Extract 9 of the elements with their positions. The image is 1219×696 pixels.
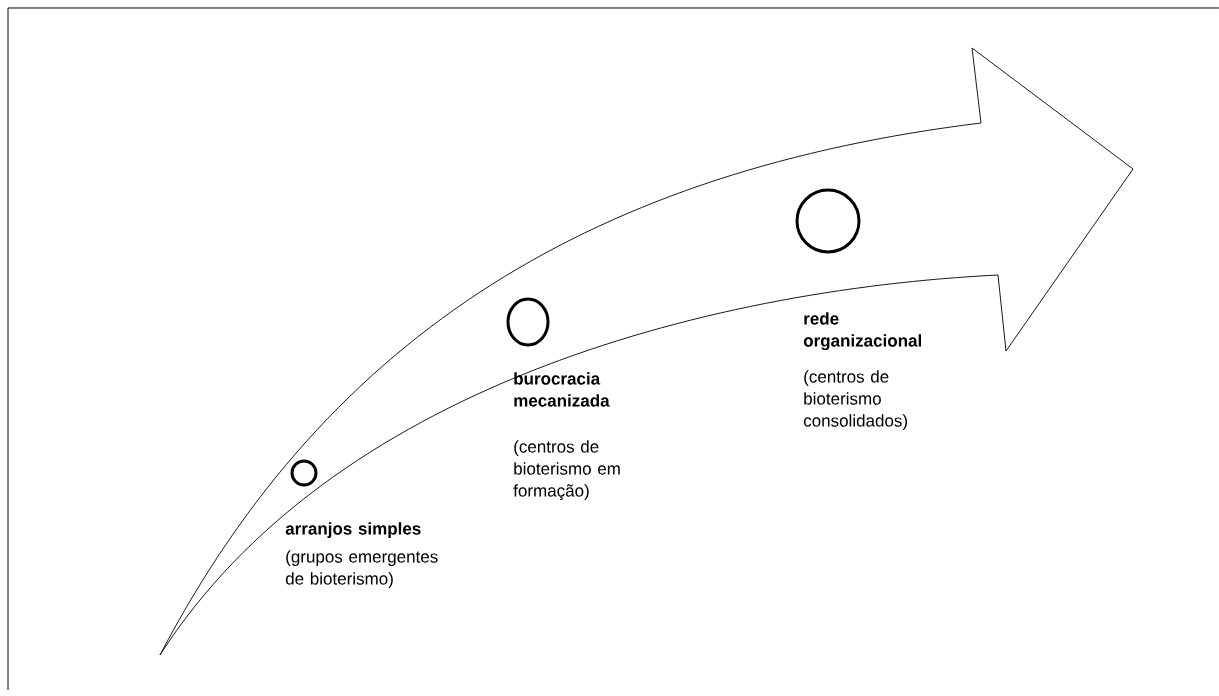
stage-circle — [795, 188, 861, 254]
stage-heading: burocracia mecanizada — [514, 372, 610, 407]
stage-heading: arranjos simples — [285, 522, 421, 539]
stage-description: (centros de bioterismo em formação) — [513, 440, 620, 501]
stage-description: (grupos emergentes de bioterismo) — [285, 550, 438, 589]
stage-description: (centros de bioterismo consolidados) — [803, 370, 907, 431]
stage-circle — [506, 297, 550, 347]
stage-circle — [290, 459, 318, 487]
stage-heading: rede organizacional — [803, 312, 921, 351]
